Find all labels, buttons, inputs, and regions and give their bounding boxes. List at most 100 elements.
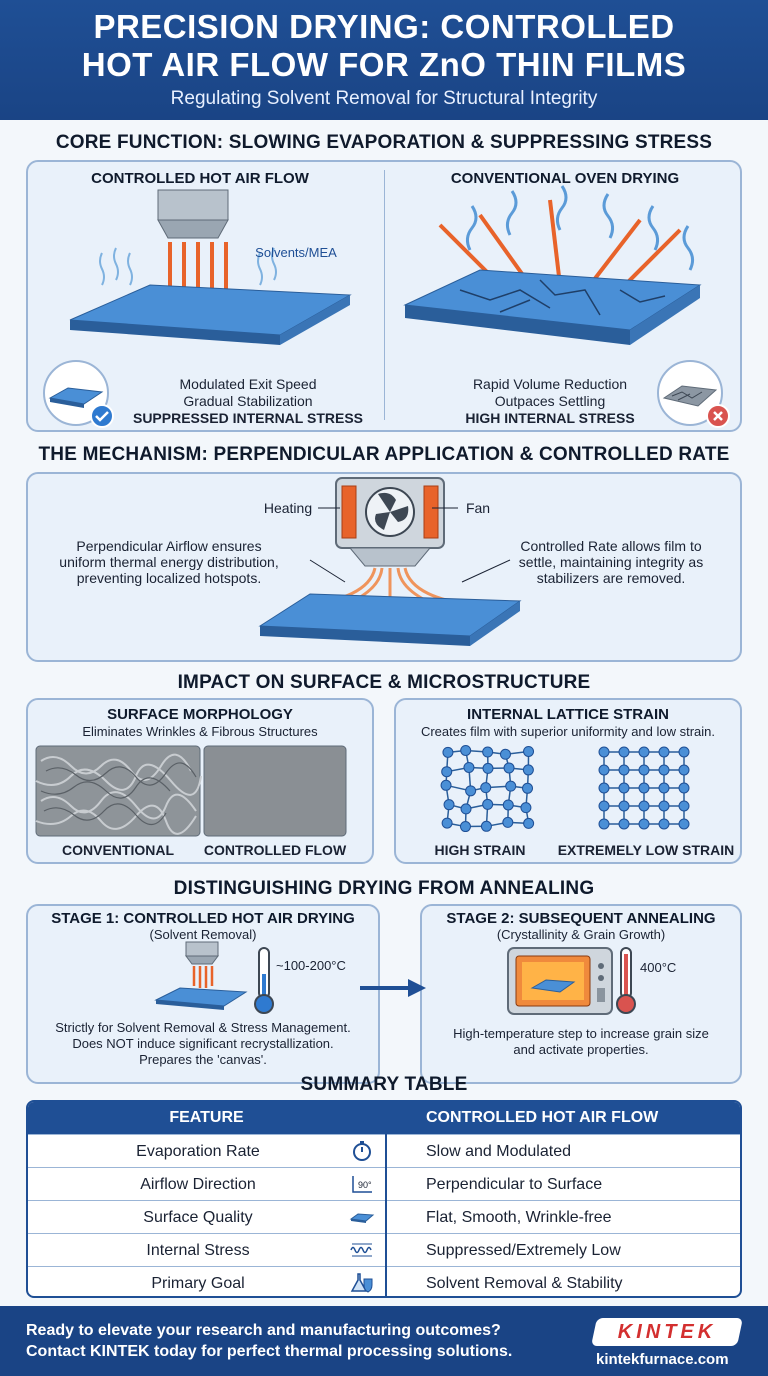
table-row: Primary Goal Solvent Removal & Stability: [28, 1266, 740, 1296]
lattice-atom: [460, 744, 472, 756]
wrinkled-surface-image: [35, 745, 202, 837]
stage1-line2: Does NOT induce significant recrystalliz…: [72, 1036, 334, 1051]
lattice-atom: [502, 816, 514, 828]
lattice-atom: [638, 746, 650, 758]
svg-text:90°: 90°: [358, 1180, 372, 1190]
lattice-atom: [463, 761, 475, 773]
summary-section-title: SUMMARY TABLE: [300, 1074, 468, 1095]
stage1-heading: STAGE 1: CONTROLLED HOT AIR DRYING: [51, 910, 355, 927]
lattice-atom: [678, 800, 690, 812]
page-header: PRECISION DRYING: CONTROLLED HOT AIR FLO…: [0, 0, 768, 120]
check-icon: [90, 404, 114, 428]
lattice-atom: [658, 800, 670, 812]
table-row: Internal Stress Suppressed/Extremely Low: [28, 1233, 740, 1266]
mechanism-right-line1: Controlled Rate allows film to: [520, 538, 702, 554]
lattice-atom: [598, 800, 610, 812]
summary-table: FEATURE CONTROLLED HOT AIR FLOW Evaporat…: [26, 1100, 742, 1298]
lattice-atom: [678, 782, 690, 794]
solvents-label: Solvents/MEA: [255, 245, 337, 260]
stage1-line3: Prepares the 'canvas'.: [139, 1052, 267, 1067]
lattice-atom: [638, 818, 650, 830]
table-divider: [385, 1102, 387, 1296]
lattice-atom: [441, 766, 453, 778]
lattice-atom: [618, 782, 630, 794]
lattice-sub: Creates film with superior uniformity an…: [420, 724, 716, 739]
high-strain-lattice: [440, 744, 535, 833]
stage1-temp: ~100-200°C: [276, 958, 346, 973]
stress-wave-icon: [350, 1243, 372, 1257]
col-feature-header: FEATURE: [169, 1109, 244, 1126]
lattice-atom: [443, 799, 455, 811]
lattice-atom: [442, 746, 454, 758]
high-strain-caption: HIGH STRAIN: [434, 842, 526, 858]
stage1-sub: (Solvent Removal): [149, 927, 257, 942]
row-value: Slow and Modulated: [426, 1143, 571, 1160]
core-section-title: CORE FUNCTION: SLOWING EVAPORATION & SUP…: [55, 132, 713, 153]
mechanism-right-line2: settle, maintaining integrity as: [518, 554, 704, 570]
low-strain-lattice: [598, 746, 690, 830]
table-header: FEATURE CONTROLLED HOT AIR FLOW: [28, 1102, 740, 1134]
thermometer-low-icon: [254, 947, 274, 1014]
lattice-atom: [522, 764, 534, 776]
controlled-line2: Gradual Stabilization: [183, 393, 313, 409]
lattice-atom: [482, 798, 494, 810]
oven-line2: Outpaces Settling: [494, 393, 606, 409]
controlled-line1: Modulated Exit Speed: [179, 376, 317, 392]
website-link[interactable]: kintekfurnace.com: [596, 1351, 729, 1368]
surface-heading: SURFACE MORPHOLOGY: [107, 706, 293, 723]
oven-line3: HIGH INTERNAL STRESS: [465, 410, 635, 426]
table-row: Surface Quality Flat, Smooth, Wrinkle-fr…: [28, 1200, 740, 1233]
lattice-atom: [480, 820, 492, 832]
lattice-atom: [523, 817, 535, 829]
error-icon: [706, 404, 730, 428]
lattice-atom: [520, 802, 532, 814]
lattice-atom: [502, 799, 514, 811]
lattice-atom: [618, 764, 630, 776]
lattice-atom: [658, 764, 670, 776]
lattice-atom: [480, 782, 492, 794]
lattice-atom: [658, 818, 670, 830]
mechanism-right-line3: stabilizers are removed.: [536, 570, 686, 586]
low-strain-caption: EXTREMELY LOW STRAIN: [557, 842, 735, 858]
row-value: Flat, Smooth, Wrinkle-free: [426, 1209, 612, 1226]
lattice-atom: [460, 803, 472, 815]
lattice-atom: [638, 782, 650, 794]
smooth-film-thumbnail: [43, 360, 109, 426]
stage2-heading: STAGE 2: SUBSEQUENT ANNEALING: [446, 910, 716, 927]
angle-90-icon: 90°: [352, 1176, 372, 1193]
core-divider: [384, 170, 385, 420]
lattice-atom: [598, 746, 610, 758]
stage2-line2: and activate properties.: [513, 1042, 649, 1057]
lattice-atom: [465, 785, 477, 797]
lattice-atom: [598, 764, 610, 776]
surface-sub: Eliminates Wrinkles & Fibrous Structures: [82, 724, 318, 739]
oven-line1: Rapid Volume Reduction: [472, 376, 628, 392]
row-value: Solvent Removal & Stability: [426, 1275, 623, 1292]
oven-drying-illustration: [403, 185, 702, 345]
lattice-atom: [638, 764, 650, 776]
cracked-film-thumbnail: [657, 360, 723, 426]
row-feature: Primary Goal: [151, 1275, 245, 1292]
page-title-line1: PRECISION DRYING: CONTROLLED: [93, 8, 675, 45]
kintek-logo[interactable]: KINTEK: [591, 1318, 743, 1346]
lattice-atom: [678, 764, 690, 776]
stage1-line1: Strictly for Solvent Removal & Stress Ma…: [55, 1020, 351, 1035]
lattice-atom: [522, 782, 534, 794]
stage-arrow-icon: [360, 979, 426, 997]
lattice-atom: [499, 748, 511, 760]
lattice-atom: [598, 818, 610, 830]
fan-label: Fan: [465, 500, 491, 516]
table-row: Evaporation Rate Slow and Modulated: [28, 1134, 740, 1167]
controlled-line3: SUPPRESSED INTERNAL STRESS: [132, 410, 363, 426]
lattice-atom: [482, 762, 494, 774]
lattice-atom: [678, 746, 690, 758]
lattice-atom: [523, 745, 535, 757]
lattice-atom: [638, 800, 650, 812]
row-feature: Surface Quality: [143, 1209, 253, 1226]
lattice-atom: [482, 746, 494, 758]
stage2-sub: (Crystallinity & Grain Growth): [496, 927, 666, 942]
controlled-caption: CONTROLLED FLOW: [203, 842, 347, 858]
stopwatch-icon: [353, 1141, 371, 1161]
lattice-atom: [503, 762, 515, 774]
